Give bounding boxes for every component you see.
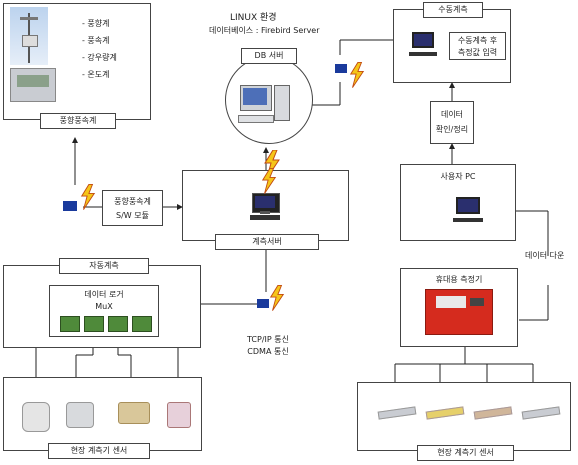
manual-input-box: 수동계측 후 측정값 입력 (449, 32, 506, 60)
sensor-photo-right-1 (377, 406, 417, 420)
weather-item-1: - 풍향계 (82, 19, 110, 28)
weather-station-box: - 풍향계 - 풍속계 - 강우량계 - 온도계 (3, 3, 151, 120)
mux-board-icon-4 (132, 316, 152, 332)
network-line2: CDMA 통신 (247, 347, 289, 356)
data-review-box: 데이터 확인/정리 (430, 101, 474, 144)
portable-meter-photo (425, 289, 493, 335)
sensor-photo-right-2 (425, 406, 465, 420)
field-sensors-right-box (357, 382, 571, 451)
measure-server-label: 계측서버 (215, 234, 319, 250)
data-download-label: 데이터 다운 (525, 251, 565, 260)
manual-input-line1: 수동계측 후 (457, 36, 498, 45)
modem-icon-manual (335, 64, 347, 73)
lightning-bolt-icon-manual (348, 61, 366, 88)
manual-pc-icon (409, 30, 439, 60)
sw-module-line1: 풍향풍속계 (114, 197, 151, 206)
db-server-label: DB 서버 (241, 48, 297, 64)
field-sensors-left-box (3, 377, 202, 451)
user-pc-box: 사용자 PC (400, 164, 516, 241)
lightning-bolt-icon-server (260, 167, 278, 194)
modem-icon-weather (63, 201, 77, 211)
data-logger-box: 데이터 로거 MuX (49, 285, 159, 337)
db-server-pc-icon (238, 85, 290, 129)
user-pc-icon (453, 197, 485, 227)
sw-module-line2: S/W 모듈 (116, 211, 149, 220)
modem-icon-network (257, 299, 269, 308)
field-sensors-right-label: 현장 계측기 센서 (417, 445, 514, 461)
mux-board-icon-3 (108, 316, 128, 332)
manual-measure-label: 수동계측 (423, 2, 483, 18)
weather-mast-photo (10, 7, 48, 65)
auto-measure-label: 자동계측 (59, 258, 149, 274)
mux-board-icon-1 (60, 316, 80, 332)
sensor-photo-right-3 (473, 406, 513, 420)
portable-meter-box: 휴대용 측정기 (400, 268, 518, 347)
mux-board-icon-2 (84, 316, 104, 332)
weather-station-label: 풍향풍속계 (40, 113, 116, 129)
data-review-line1: 데이터 (440, 110, 464, 119)
user-pc-label: 사용자 PC (440, 172, 476, 181)
weather-item-4: - 온도계 (82, 70, 110, 79)
sensor-photo-left-3 (118, 402, 150, 424)
lightning-bolt-icon-network (268, 284, 286, 311)
portable-meter-label: 휴대용 측정기 (435, 275, 483, 284)
db-server-node (225, 56, 313, 144)
manual-input-line2: 측정값 입력 (457, 48, 498, 57)
weather-item-3: - 강우량계 (82, 53, 117, 62)
sensor-photo-right-4 (521, 406, 561, 420)
database-label: 데이터베이스 : Firebird Server (209, 26, 320, 35)
field-sensors-left-label: 현장 계측기 센서 (48, 443, 150, 459)
os-label: LINUX 환경 (230, 13, 277, 23)
weather-logger-photo (10, 68, 56, 102)
data-logger-label: 데이터 로거 (84, 290, 124, 299)
mux-label: MuX (95, 302, 113, 311)
sensor-photo-left-4 (167, 402, 191, 428)
sensor-photo-left-1 (22, 402, 50, 432)
manual-measure-box: 수동계측 후 측정값 입력 (393, 9, 511, 83)
measure-server-pc-icon (248, 189, 282, 223)
sensor-photo-left-2 (66, 402, 94, 428)
measure-server-box (182, 170, 349, 241)
data-review-line2: 확인/정리 (435, 125, 469, 134)
lightning-bolt-icon-weather (79, 183, 97, 210)
sw-module-box: 풍향풍속계 S/W 모듈 (102, 190, 163, 226)
weather-item-2: - 풍속계 (82, 36, 110, 45)
network-line1: TCP/IP 통신 (247, 335, 289, 344)
